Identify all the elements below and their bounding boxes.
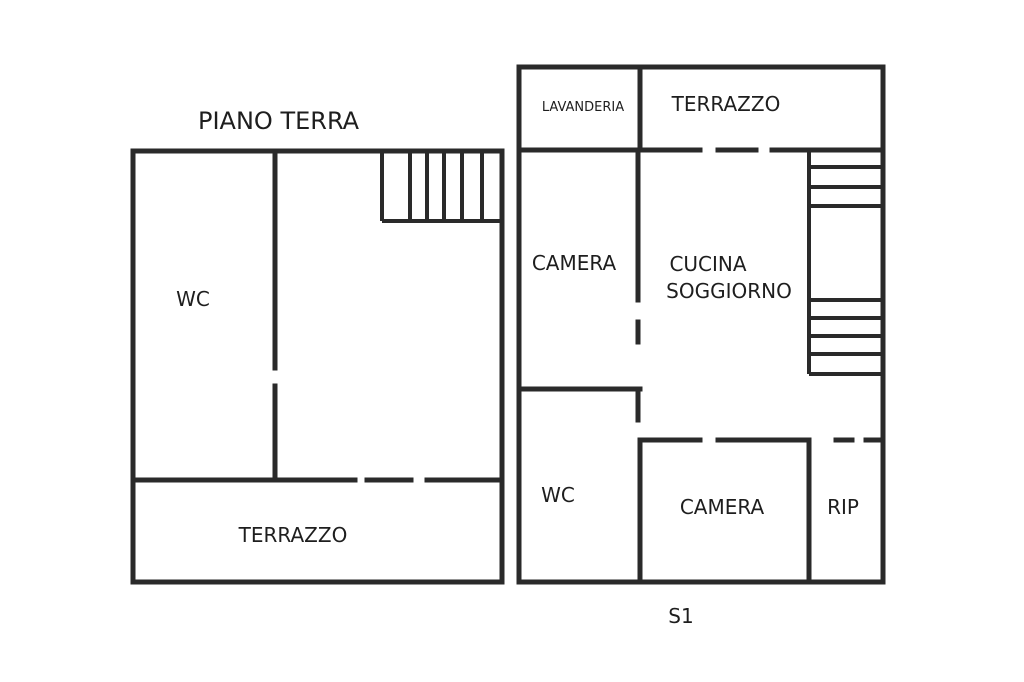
- ground-staircase: [380, 151, 502, 223]
- floor-title: PIANO TERRA: [198, 107, 360, 135]
- living-label: SOGGIORNO: [666, 279, 792, 303]
- basement-outer-wall: [516, 64, 886, 585]
- laundry-label: LAVANDERIA: [542, 100, 624, 115]
- kitchen-label: CUCINA: [669, 252, 746, 276]
- basement-plan: [516, 64, 886, 585]
- basement-staircase: [807, 150, 883, 376]
- bedroom-1-label: CAMERA: [532, 251, 617, 275]
- ground-floor-plan: [130, 148, 505, 585]
- level-label: S1: [668, 604, 693, 628]
- bedroom-2-label: CAMERA: [680, 495, 765, 519]
- storage-label: RIP: [827, 495, 859, 519]
- ground-wc-label: WC: [176, 287, 210, 311]
- basement-terrace-label: TERRAZZO: [671, 92, 781, 116]
- ground-terrace-label: TERRAZZO: [238, 523, 348, 547]
- basement-wc-label: WC: [541, 483, 575, 507]
- ground-outer-wall: [130, 148, 505, 585]
